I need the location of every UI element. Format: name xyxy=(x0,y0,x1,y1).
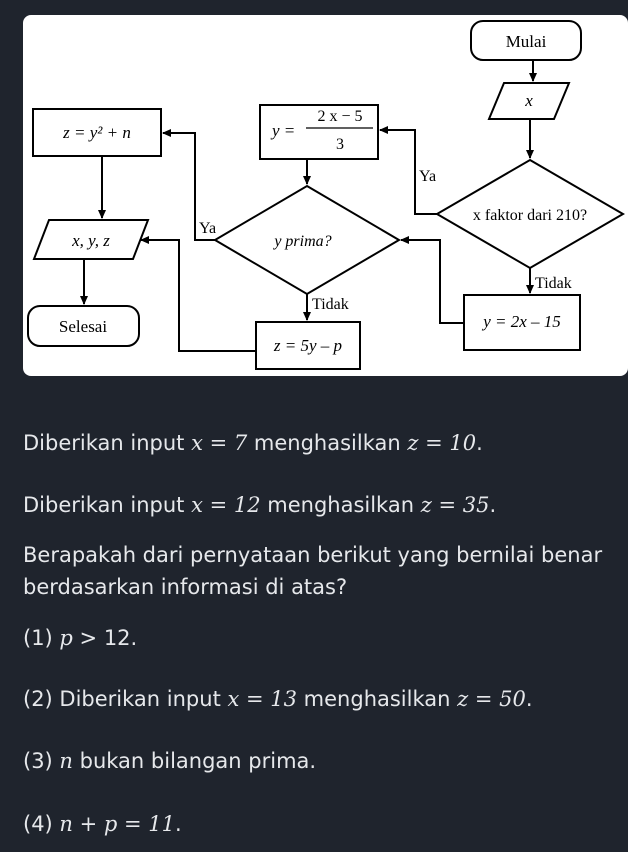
process-y-denominator: 3 xyxy=(336,136,344,153)
line1-suffix: . xyxy=(476,431,483,455)
s3-rest: bukan bilangan prima. xyxy=(72,749,317,773)
process-z-square-label: z = y² + n xyxy=(62,123,131,142)
end-terminal xyxy=(27,305,140,347)
arrow-factor-yes xyxy=(379,126,437,215)
start-label: Mulai xyxy=(506,32,547,51)
line2-suffix: . xyxy=(489,493,497,517)
statement-1: (1) p > 12. xyxy=(23,622,624,654)
line2-x-eq: x = 12 xyxy=(191,493,261,517)
process-y-linear-label: y = 2x – 15 xyxy=(481,312,561,331)
arrow-prime-yes xyxy=(162,129,215,241)
given-line-2: Diberikan input x = 12 menghasilkan z = … xyxy=(23,489,624,521)
line1-x-eq: x = 7 xyxy=(191,431,248,455)
s1-rest: > 12. xyxy=(72,626,138,650)
arrow-zlinear-to-output xyxy=(140,236,256,352)
statement-4: (4) n + p = 11. xyxy=(23,808,624,840)
statement-2: (2) Diberikan input x = 13 menghasilkan … xyxy=(23,683,624,715)
end-label: Selesai xyxy=(59,317,107,336)
process-y-numerator: 2 x − 5 xyxy=(317,108,362,125)
s4-eq: n + p = 11 xyxy=(59,812,176,836)
output-label: x, y, z xyxy=(71,231,110,250)
process-z-linear xyxy=(255,321,361,370)
s1-var: p xyxy=(59,626,73,650)
connectors xyxy=(80,60,537,352)
branch-label-factor-no: Tidak xyxy=(535,275,572,292)
process-z-linear-label: z = 5y – p xyxy=(273,336,342,355)
s2-z-eq: z = 50 xyxy=(457,687,526,711)
input-label: x xyxy=(524,91,533,110)
process-y-fraction xyxy=(259,104,379,160)
line1-z-eq: z = 10 xyxy=(407,431,477,455)
statement-3: (3) n bukan bilangan prima. xyxy=(23,745,624,777)
input-parallelogram xyxy=(487,82,571,120)
process-z-square xyxy=(32,108,162,157)
line1-mid: menghasilkan xyxy=(247,431,408,455)
start-terminal xyxy=(470,20,582,61)
branch-label-prime-yes: Ya xyxy=(199,220,216,237)
arrow-linear-to-prime xyxy=(400,236,464,324)
line2-z-eq: z = 35 xyxy=(420,493,490,517)
flowchart-card: Mulai x x faktor dari 210? y = 2 x − 5 3… xyxy=(23,15,628,376)
output-parallelogram xyxy=(32,219,150,260)
line2-mid: menghasilkan xyxy=(260,493,421,517)
given-line-1: Diberikan input x = 7 menghasilkan z = 1… xyxy=(23,427,624,459)
decision-prime-label: y prima? xyxy=(272,233,331,250)
question-text: Berapakah dari pernyataan berikut yang b… xyxy=(23,543,603,599)
process-y-lhs: y = xyxy=(270,121,295,140)
line1-prefix: Diberikan input xyxy=(23,431,192,455)
branch-label-prime-no: Tidak xyxy=(312,296,349,313)
s2-suffix: . xyxy=(525,687,533,711)
s1-num: (1) xyxy=(23,626,60,650)
s4-num: (4) xyxy=(23,812,60,836)
s2-x-eq: x = 13 xyxy=(227,687,297,711)
s3-var: n xyxy=(59,749,73,773)
decision-factor-label: x faktor dari 210? xyxy=(473,207,587,224)
s2-num: (2) Diberikan input xyxy=(23,687,228,711)
s2-mid: menghasilkan xyxy=(297,687,458,711)
flowchart: Mulai x x faktor dari 210? y = 2 x − 5 3… xyxy=(27,20,625,370)
process-y-linear xyxy=(463,294,581,351)
s4-suffix: . xyxy=(175,812,182,836)
s3-num: (3) xyxy=(23,749,60,773)
branch-label-factor-yes: Ya xyxy=(419,168,436,185)
line2-prefix: Diberikan input xyxy=(23,493,192,517)
